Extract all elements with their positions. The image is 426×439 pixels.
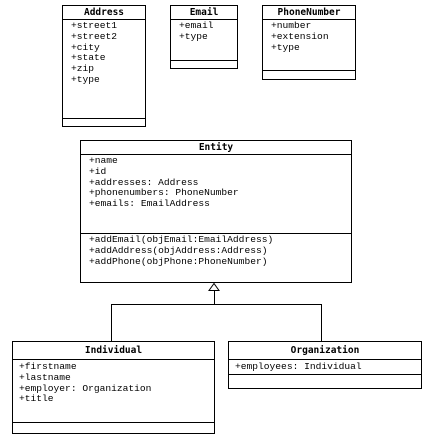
attribute: +extension xyxy=(271,30,329,42)
attribute: +type xyxy=(271,41,300,53)
attribute: +street2 xyxy=(71,30,118,42)
attribute: +name xyxy=(89,155,118,166)
class-address-name: Address xyxy=(63,6,145,20)
attribute: +number xyxy=(271,20,312,31)
class-phonenumber-attributes: +number +extension +type xyxy=(263,20,355,71)
class-individual[interactable]: Individual +firstname +lastname +employe… xyxy=(12,341,215,434)
attribute: +lastname xyxy=(19,371,71,383)
class-organization-attributes: +employees: Individual xyxy=(229,360,421,375)
class-individual-attributes: +firstname +lastname +employer: Organiza… xyxy=(13,360,214,423)
attribute: +street1 xyxy=(71,20,118,31)
class-email-attributes: +email +type xyxy=(171,20,237,61)
attribute: +type xyxy=(71,73,100,85)
attribute: +employees: Individual xyxy=(235,361,362,372)
generalization-arrowhead xyxy=(208,282,220,291)
class-entity[interactable]: Entity +name +id +addresses: Address +ph… xyxy=(80,140,352,283)
attribute: +zip xyxy=(71,63,95,75)
attribute: +id xyxy=(89,165,107,177)
attribute: +firstname xyxy=(19,361,77,372)
generalization-individual-line xyxy=(111,304,112,341)
class-email[interactable]: Email +email +type xyxy=(170,5,238,69)
attribute: +title xyxy=(19,393,54,405)
operation: +addPhone(objPhone:PhoneNumber) xyxy=(89,255,268,267)
class-address-attributes: +street1 +street2 +city +state +zip +typ… xyxy=(63,20,145,119)
class-organization[interactable]: Organization +employees: Individual xyxy=(228,341,422,389)
class-email-name: Email xyxy=(171,6,237,20)
class-organization-name: Organization xyxy=(229,342,421,360)
attribute: +type xyxy=(179,30,208,42)
generalization-organization-line xyxy=(321,304,322,341)
attribute: +emails: EmailAddress xyxy=(89,198,210,210)
generalization-trunk-line xyxy=(214,291,215,304)
generalization-horizontal-line xyxy=(111,304,322,305)
attribute: +email xyxy=(179,20,214,31)
attribute: +addresses: Address xyxy=(89,176,199,188)
class-phonenumber-name: PhoneNumber xyxy=(263,6,355,20)
class-entity-attributes: +name +id +addresses: Address +phonenumb… xyxy=(81,155,351,234)
attribute: +state xyxy=(71,52,106,64)
attribute: +phonenumbers: PhoneNumber xyxy=(89,187,239,199)
operation: +addAddress(objAddress:Address) xyxy=(89,244,268,256)
class-entity-name: Entity xyxy=(81,141,351,155)
class-phonenumber[interactable]: PhoneNumber +number +extension +type xyxy=(262,5,356,80)
class-entity-operations: +addEmail(objEmail:EmailAddress) +addAdd… xyxy=(81,234,351,268)
attribute: +city xyxy=(71,41,100,53)
attribute: +employer: Organization xyxy=(19,382,152,394)
class-individual-name: Individual xyxy=(13,342,214,360)
operation: +addEmail(objEmail:EmailAddress) xyxy=(89,234,274,245)
class-address[interactable]: Address +street1 +street2 +city +state +… xyxy=(62,5,146,127)
